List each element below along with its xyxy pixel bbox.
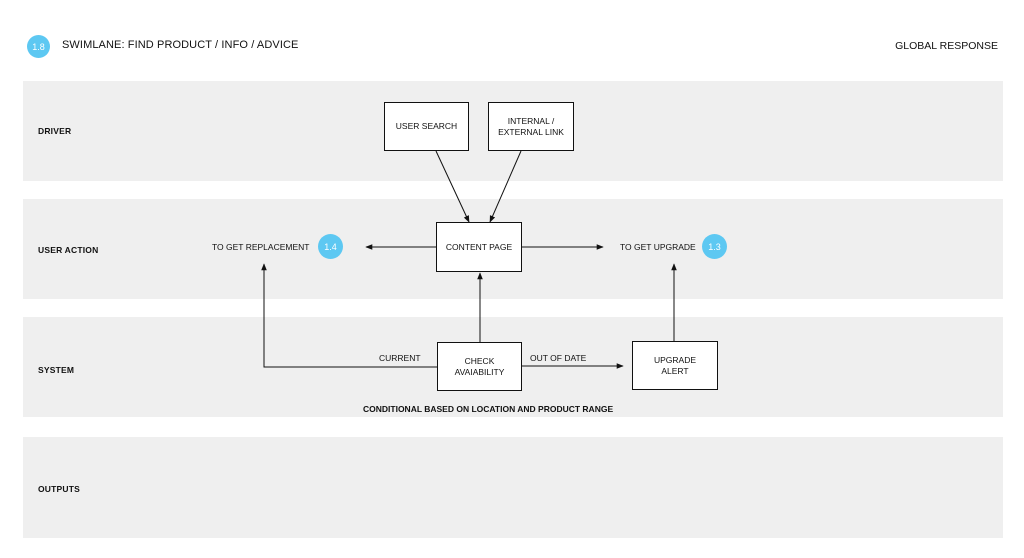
- node-upgrade-alert: UPGRADE ALERT: [632, 341, 718, 390]
- page-title: SWIMLANE: FIND PRODUCT / INFO / ADVICE: [62, 39, 299, 51]
- section-badge: 1.8: [27, 35, 50, 58]
- conditional-note: CONDITIONAL BASED ON LOCATION AND PRODUC…: [363, 404, 614, 414]
- global-response-label: GLOBAL RESPONSE: [895, 40, 998, 52]
- lane-label-driver: DRIVER: [38, 126, 72, 136]
- edge-label-out-of-date: OUT OF DATE: [530, 353, 587, 363]
- node-internal-external-link: INTERNAL / EXTERNAL LINK: [488, 102, 574, 151]
- lane-outputs: [23, 437, 1003, 538]
- target-replacement-label: TO GET REPLACEMENT: [212, 242, 310, 252]
- lane-label-user-action: USER ACTION: [38, 245, 99, 255]
- edge-label-current: CURRENT: [379, 353, 421, 363]
- target-upgrade-badge: 1.3: [702, 234, 727, 259]
- target-replacement-badge: 1.4: [318, 234, 343, 259]
- node-content-page: CONTENT PAGE: [436, 222, 522, 272]
- node-user-search: USER SEARCH: [384, 102, 469, 151]
- target-upgrade-label: TO GET UPGRADE: [620, 242, 696, 252]
- lane-label-outputs: OUTPUTS: [38, 484, 81, 494]
- lane-label-system: SYSTEM: [38, 365, 75, 375]
- node-check-availability: CHECK AVAIABILITY: [437, 342, 522, 391]
